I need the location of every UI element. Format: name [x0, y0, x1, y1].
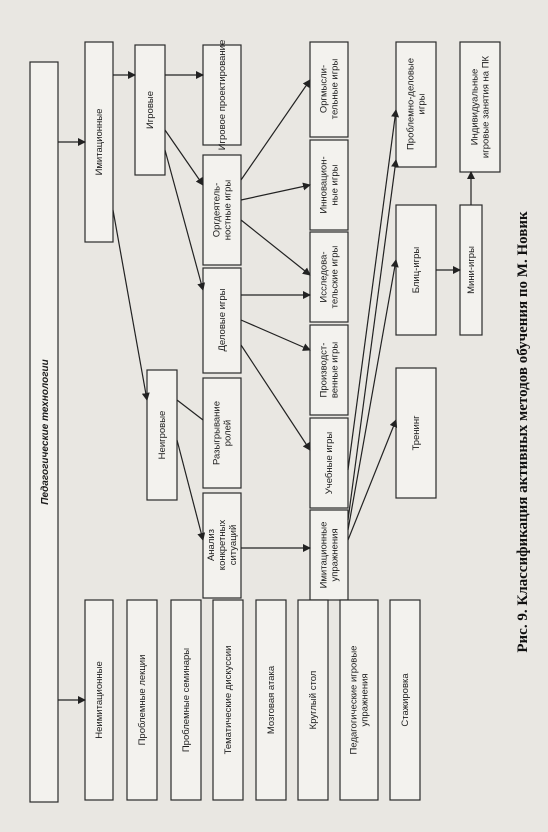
- node-thematic-discussions: [212, 599, 244, 801]
- connector-arrow: [240, 319, 311, 351]
- label-case-analysis: Анализконкретныхситуаций: [206, 520, 239, 571]
- node-game-design: [202, 44, 242, 146]
- node-problem-lectures: [126, 599, 158, 801]
- connector-arrow: [240, 79, 311, 181]
- label-brainstorm: Мозговая атака: [266, 665, 277, 734]
- label-round-table: Круглый стол: [308, 671, 319, 730]
- label-orgthink-games: Оргмысли-тельные игры: [319, 59, 341, 120]
- label-game: Игровые: [145, 91, 156, 129]
- connector-arrow: [240, 219, 311, 276]
- connector-arrow: [347, 419, 398, 541]
- node-research-games: [309, 231, 349, 323]
- node-imitational: [84, 41, 114, 243]
- node-problem-business-games: [395, 41, 437, 168]
- node-training: [395, 367, 437, 499]
- node-orgthink-games: [309, 41, 349, 138]
- label-game-design: Игровое проектирование: [217, 40, 228, 151]
- connector-arrow: [240, 344, 311, 451]
- root-label: Педагогические технологии: [40, 359, 51, 505]
- label-individual-game-pc: Индивидуальныеигровые занятия на ПК: [470, 55, 492, 158]
- label-non-game: Неигровые: [157, 411, 168, 460]
- node-game: [134, 44, 166, 176]
- connector-arrow: [176, 399, 204, 421]
- node-brainstorm: [255, 599, 287, 801]
- connector-arrow: [347, 109, 400, 471]
- label-org-activity-games: Оргдеятель-ностные игры: [212, 180, 234, 241]
- connector-arrow: [176, 439, 206, 541]
- node-non-imitational: [84, 599, 114, 801]
- label-blitz-games: Блиц-игры: [411, 247, 422, 294]
- node-individual-game-pc: [459, 41, 501, 173]
- label-research-games: Исследова-тельские игры: [319, 245, 341, 308]
- label-imitational: Имитационные: [94, 109, 105, 176]
- figure-caption: Рис. 9. Классификация активных методов о…: [515, 211, 531, 653]
- connector-arrow: [164, 129, 204, 186]
- label-training-games: Учебные игры: [324, 432, 335, 495]
- label-non-imitational: Неимитационные: [94, 661, 105, 738]
- label-problem-seminars: Проблемные семинары: [181, 648, 192, 752]
- label-thematic-discussions: Тематические дискуссии: [223, 646, 234, 755]
- root-box: [29, 61, 59, 803]
- node-internship: [389, 599, 421, 801]
- node-training-games: [309, 417, 349, 509]
- node-ped-game-exercises: [339, 599, 379, 801]
- connector-arrow: [347, 259, 399, 531]
- node-production-games: [309, 324, 349, 416]
- label-production-games: Производст-венные игры: [319, 342, 341, 399]
- label-mini-games: Мини-игры: [466, 246, 477, 294]
- connector-arrow: [112, 209, 150, 401]
- connector-arrow: [164, 149, 206, 291]
- connector-arrow: [347, 159, 400, 521]
- node-org-activity-games: [202, 154, 242, 266]
- label-role-play: Разыгрываниеролей: [212, 401, 234, 465]
- node-innovation-games: [309, 139, 349, 231]
- node-role-play: [202, 377, 242, 489]
- label-imitation-exercises: Имитационныеупражнения: [319, 522, 341, 589]
- label-ped-game-exercises: Педагогические игровыеупражнения: [349, 646, 371, 755]
- node-business-games: [202, 267, 242, 374]
- node-blitz-games: [395, 204, 437, 336]
- label-business-games: Деловые игры: [217, 288, 228, 351]
- node-imitation-exercises: [309, 509, 349, 601]
- node-non-game: [146, 369, 178, 501]
- label-problem-business-games: Проблемно-деловыеигры: [406, 58, 428, 150]
- connector-arrow: [240, 182, 311, 201]
- label-innovation-games: Инновацион-ные игры: [319, 156, 341, 213]
- node-case-analysis: [202, 492, 242, 599]
- node-round-table: [297, 599, 329, 801]
- node-problem-seminars: [170, 599, 202, 801]
- label-problem-lectures: Проблемные лекции: [137, 655, 148, 746]
- label-internship: Стажировка: [400, 673, 411, 727]
- label-training: Тренинг: [411, 415, 422, 451]
